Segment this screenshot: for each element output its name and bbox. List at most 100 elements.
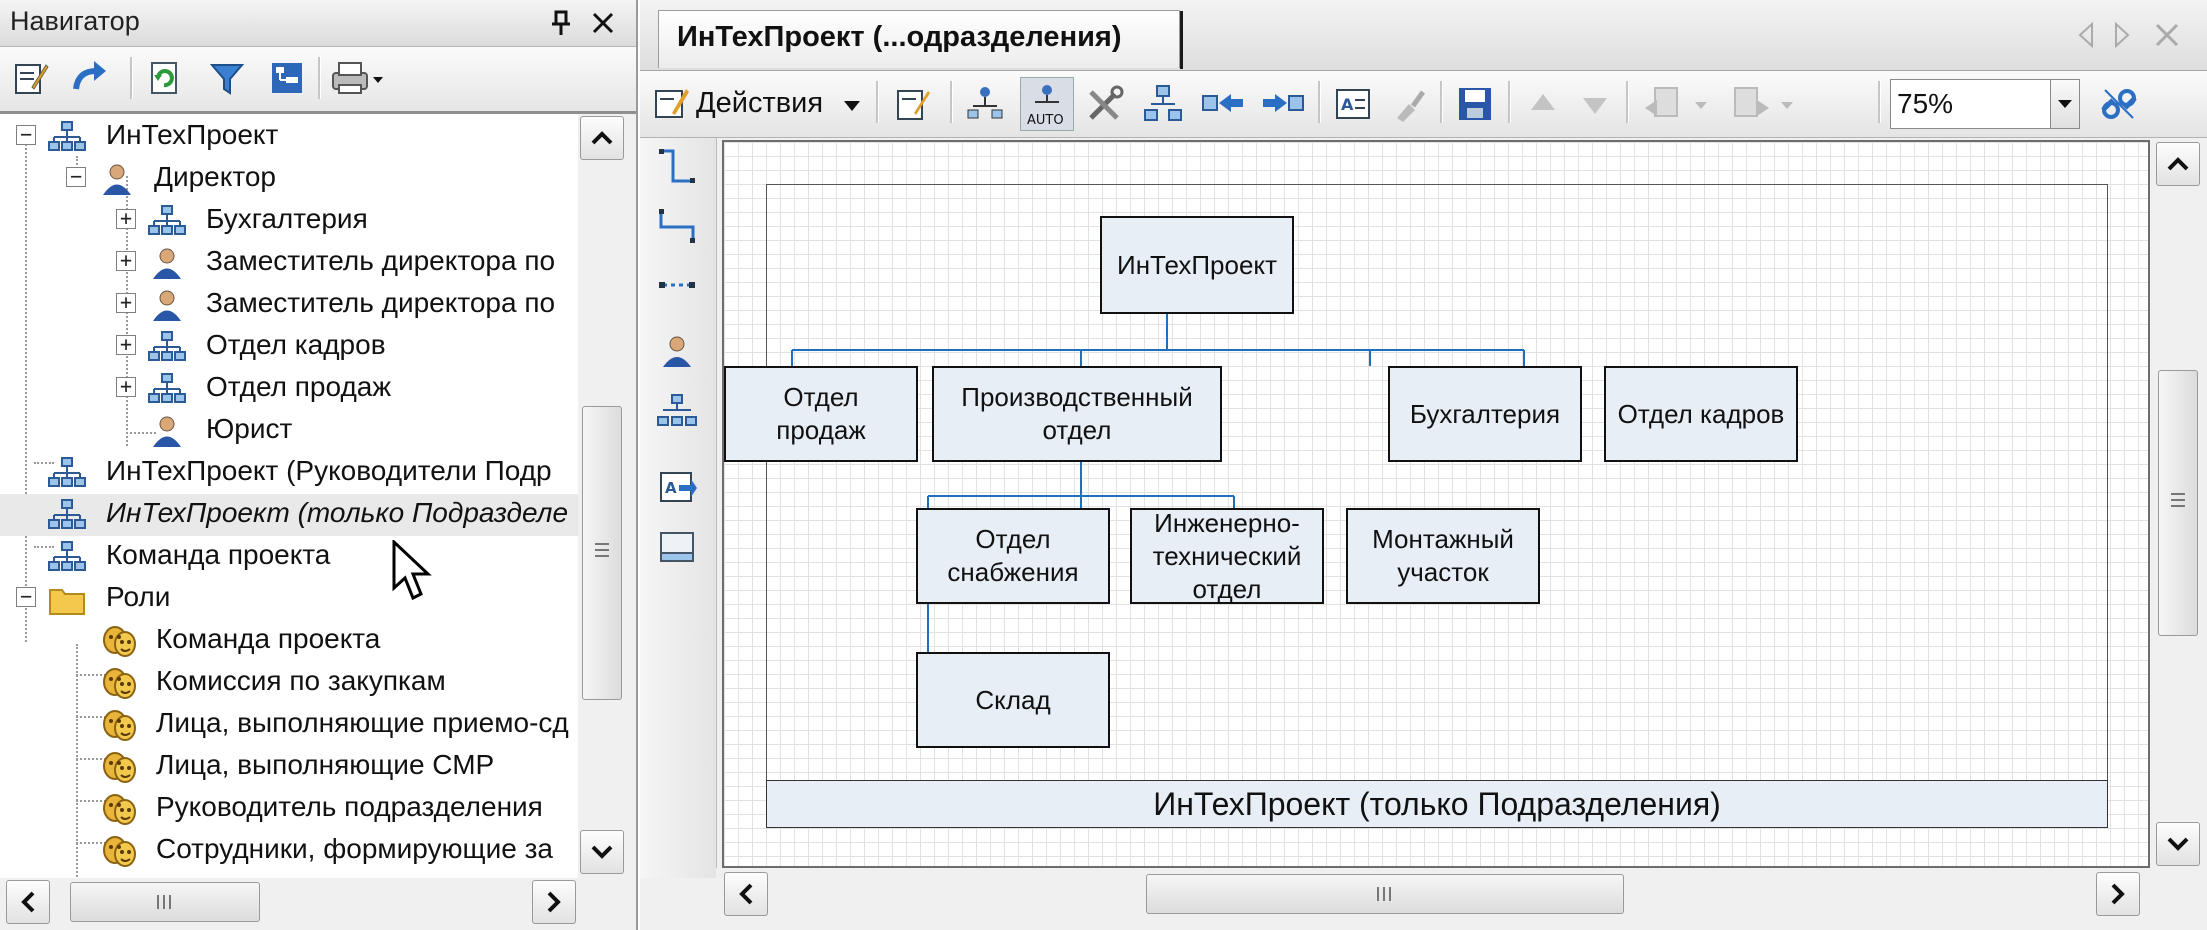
layout-tree-icon[interactable] [962, 81, 1008, 127]
collapse-icon[interactable]: − [16, 124, 36, 145]
print-icon[interactable] [328, 55, 388, 101]
expand-icon[interactable]: + [116, 208, 136, 229]
tree-item[interactable]: Комиссия по закупкам [0, 662, 578, 704]
move-right-icon[interactable] [1260, 81, 1306, 127]
org-chart-icon[interactable] [654, 388, 700, 434]
tab-next-icon[interactable] [2106, 18, 2136, 52]
diagram-canvas[interactable]: ИнТехПроект Отдел продаж Производственны… [722, 140, 2150, 868]
org-box-supply[interactable]: Отдел снабжения [916, 508, 1110, 604]
org-chart-icon [148, 370, 186, 408]
tree-item[interactable]: Юрист [0, 410, 578, 452]
scroll-left-icon[interactable] [724, 872, 768, 916]
svg-text:A: A [1341, 95, 1354, 114]
expand-icon[interactable]: + [116, 292, 136, 313]
tree-item[interactable]: Команда проекта [0, 620, 578, 662]
tree-item[interactable]: − Роли [0, 578, 578, 620]
tools-icon[interactable] [1082, 81, 1128, 127]
scroll-up-icon[interactable] [2156, 142, 2200, 186]
pin-icon[interactable] [546, 8, 576, 38]
tree-vertical-scrollbar[interactable] [578, 114, 626, 878]
person-icon[interactable] [654, 328, 700, 374]
tree-item[interactable]: +Заместитель директора по [0, 284, 578, 326]
collapse-icon[interactable]: − [66, 166, 86, 187]
org-box-hr[interactable]: Отдел кадров [1604, 366, 1798, 462]
tree-item[interactable]: + Бухгалтерия [0, 200, 578, 242]
org-box-warehouse[interactable]: Склад [916, 652, 1110, 748]
panel-icon[interactable] [654, 524, 700, 570]
tree-item[interactable]: ИнТехПроект (Руководители Подр [0, 452, 578, 494]
canvas-horizontal-scrollbar[interactable] [716, 868, 2150, 920]
navigator-panel: Навигатор [0, 0, 638, 930]
tree-item-label: Команда проекта [156, 623, 381, 654]
tree-item[interactable]: +Заместитель директора по [0, 242, 578, 284]
connector-curve-icon[interactable] [654, 204, 700, 250]
tab-label: ИнТехПроект (...одразделения) [677, 21, 1122, 53]
scroll-right-icon[interactable] [2096, 872, 2140, 916]
zoom-dropdown-button[interactable] [2050, 79, 2080, 129]
tree-item[interactable]: ИнТехПроект (только Подразделе [0, 494, 578, 536]
tree-item[interactable]: Лица, выполняющие СМР [0, 746, 578, 788]
filter-icon[interactable] [204, 55, 250, 101]
expand-icon[interactable]: + [116, 376, 136, 397]
tab-prev-icon[interactable] [2072, 18, 2102, 52]
scroll-left-icon[interactable] [6, 880, 50, 924]
org-box-installation[interactable]: Монтажный участок [1346, 508, 1540, 604]
tree-item-label: Бухгалтерия [206, 203, 368, 234]
org-chart-icon [148, 328, 186, 366]
unlink-icon[interactable] [2096, 81, 2142, 127]
tree-horizontal-scrollbar[interactable] [0, 878, 578, 926]
refresh-icon[interactable] [142, 55, 188, 101]
scroll-down-icon[interactable] [580, 830, 624, 874]
expand-icon[interactable]: + [116, 334, 136, 355]
canvas-hscroll-thumb[interactable] [1146, 874, 1624, 914]
auto-layout-button[interactable]: AUTO [1020, 77, 1074, 131]
mouse-cursor-icon [392, 538, 432, 602]
connector-elbow-icon[interactable] [654, 144, 700, 190]
expand-icon[interactable]: + [116, 250, 136, 271]
tree-item-label: ИнТехПроект [106, 119, 279, 150]
org-box-production[interactable]: Производственный отдел [932, 366, 1222, 462]
save-icon[interactable] [1452, 81, 1498, 127]
scroll-down-icon[interactable] [2156, 822, 2200, 866]
tab-org-chart[interactable]: ИнТехПроект (...одразделения) [658, 10, 1183, 69]
close-icon[interactable] [588, 8, 618, 38]
tree-item[interactable]: −Директор [0, 158, 578, 200]
connector-dashed-icon[interactable] [654, 262, 700, 308]
tree-item[interactable]: − ИнТехПроект [0, 116, 578, 158]
tree-scroll-thumb[interactable] [582, 406, 622, 700]
tree-item-label: Роли [106, 581, 171, 612]
tree-view-icon[interactable] [264, 55, 310, 101]
tree-hscroll-thumb[interactable] [70, 882, 260, 922]
move-left-icon[interactable] [1200, 81, 1246, 127]
canvas-vertical-scrollbar[interactable] [2152, 140, 2202, 868]
scroll-up-icon[interactable] [580, 116, 624, 160]
actions-icon [655, 89, 689, 118]
org-box-engineering[interactable]: Инженерно- технический отдел [1130, 508, 1324, 604]
role-mask-icon [100, 664, 138, 702]
edit-icon[interactable] [890, 81, 936, 127]
hierarchy-icon[interactable] [1140, 81, 1186, 127]
tree-item[interactable]: + Отдел продаж [0, 368, 578, 410]
org-box-sales[interactable]: Отдел продаж [724, 366, 918, 462]
tree-item[interactable]: Руководитель подразделения [0, 788, 578, 830]
person-icon [148, 244, 186, 282]
tree-item[interactable]: Команда проекта [0, 536, 578, 578]
close-document-icon[interactable] [2150, 18, 2184, 52]
actions-menu-button[interactable]: Действия [650, 79, 870, 129]
tree-item-label: Отдел продаж [206, 371, 392, 402]
scroll-right-icon[interactable] [532, 880, 576, 924]
tree-item[interactable]: Лица, выполняющие приемо-сд [0, 704, 578, 746]
canvas-scroll-thumb[interactable] [2158, 370, 2198, 636]
redo-icon[interactable] [66, 55, 112, 101]
org-box-accounting[interactable]: Бухгалтерия [1388, 366, 1582, 462]
tree-item[interactable]: Сотрудники, формирующие за [0, 830, 578, 872]
org-chart-icon [48, 496, 86, 534]
tree-item-label: Юрист [206, 413, 293, 444]
role-mask-icon [100, 832, 138, 870]
edit-icon[interactable] [8, 55, 54, 101]
text-insert-icon[interactable]: A [654, 464, 700, 510]
collapse-icon[interactable]: − [16, 586, 36, 607]
text-block-icon[interactable]: A [1330, 81, 1376, 127]
org-box-root[interactable]: ИнТехПроект [1100, 216, 1294, 314]
tree-item[interactable]: +Отдел кадров [0, 326, 578, 368]
